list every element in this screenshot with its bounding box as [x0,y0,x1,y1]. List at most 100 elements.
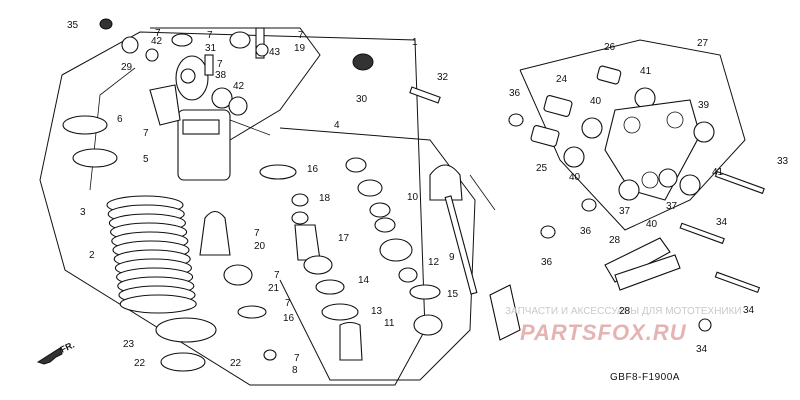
adjuster-nut [72,148,118,168]
watermark-line2: PARTSFOX.RU [520,320,687,345]
callout: 7 [274,270,280,281]
callout: 32 [437,72,449,83]
front-label: FR. [59,340,76,355]
valve-stack [374,217,396,233]
callout: 7 [217,59,223,70]
callout: 2 [89,250,95,261]
callout: 1 [412,37,418,48]
rod-guide [339,321,363,361]
callout: 33 [777,156,789,167]
callout: 26 [604,42,616,53]
callout: 18 [319,193,331,204]
callout: 39 [698,100,710,111]
valve-washer [369,202,391,218]
assembly-outline-inner [279,127,476,381]
callout: 16 [283,313,295,324]
bolt-34a [679,222,725,245]
callout: 19 [294,43,306,54]
lock-nut [62,115,108,135]
callout: 12 [428,257,440,268]
stopper-ring [160,352,206,372]
piston-cap [345,157,367,173]
callout: 41 [640,66,652,77]
callout: 8 [292,365,298,376]
damper-rod [444,195,478,295]
callout: 37 [619,206,631,217]
joint-nut [121,36,139,54]
callout: 5 [143,154,149,165]
assembly-outline-main [39,31,426,386]
piston-nut [398,267,418,283]
callout-labels: 35 7 42 29 7 31 7 19 43 7 38 42 1 30 32 … [67,20,789,376]
watermark: ЗАПЧАСТИ И АКСЕССУАРЫ ДЛЯ МОТОТЕХНИКИ PA… [505,306,742,345]
small-parts [62,18,441,372]
assembly-outline-linkage [519,39,746,231]
seal-head [303,255,333,275]
callout: 7 [294,353,300,364]
callout: 34 [696,344,708,355]
callout: 42 [233,81,245,92]
group-outlines [39,27,746,386]
callout: 40 [569,172,581,183]
damper-inner-parts [291,157,521,361]
callout: 34 [716,217,728,228]
bolt-long [409,86,441,104]
callout: 6 [117,114,123,125]
bearing-40b [563,146,585,168]
piston [379,238,413,262]
callout: 27 [697,38,709,49]
diagram-code: GBF8-F1900A [610,372,680,383]
spring-seat [155,317,217,343]
bearing-37a [618,179,640,201]
bump-rubber [199,210,231,256]
front-arrow-icon [36,347,63,365]
callout: 23 [123,339,135,350]
callout: 30 [356,94,368,105]
collar-26 [596,65,622,85]
bearing-upper [211,87,233,109]
front-marker: FR. [36,340,76,365]
nut-36a [508,113,524,127]
washer-upper [145,48,159,62]
rod-end-eye [489,284,521,341]
callout: 43 [269,47,281,58]
nut-34c [698,318,712,332]
cap-nut [99,18,113,30]
callout: 22 [230,358,242,369]
nut-36c [581,198,597,212]
bottom-cap [413,314,443,336]
link-rod-lower [614,254,681,291]
callout: 25 [536,163,548,174]
spring-coil [119,294,197,314]
watermark-line1: ЗАПЧАСТИ И АКСЕССУАРЫ ДЛЯ МОТОТЕХНИКИ [505,306,742,317]
callout: 34 [743,305,755,316]
callout: 7 [298,30,304,41]
callout: 20 [254,241,266,252]
callout: 17 [338,233,350,244]
reservoir-body [149,84,181,126]
bearing-40a [581,117,603,139]
bump-stop [294,224,321,261]
bladder [429,164,463,201]
callout: 9 [449,252,455,263]
callout: 24 [556,74,568,85]
collar-25 [530,125,560,147]
bearing-37b [658,168,678,188]
valve-cap [263,349,277,361]
reservoir-hose [204,54,214,76]
callout: 11 [384,318,395,329]
bearing-40c [679,174,701,196]
small-o-ring [255,43,269,57]
shock-absorber-body [149,54,231,181]
nut-flange [352,53,374,71]
callout: 40 [646,219,658,230]
callout: 31 [205,43,217,54]
callout: 7 [254,228,260,239]
seal-case [321,303,359,321]
callout: 21 [268,283,280,294]
callout: 40 [590,96,602,107]
callout: 13 [371,306,383,317]
bolt-34b [714,271,761,294]
linkage-parts [508,65,765,332]
